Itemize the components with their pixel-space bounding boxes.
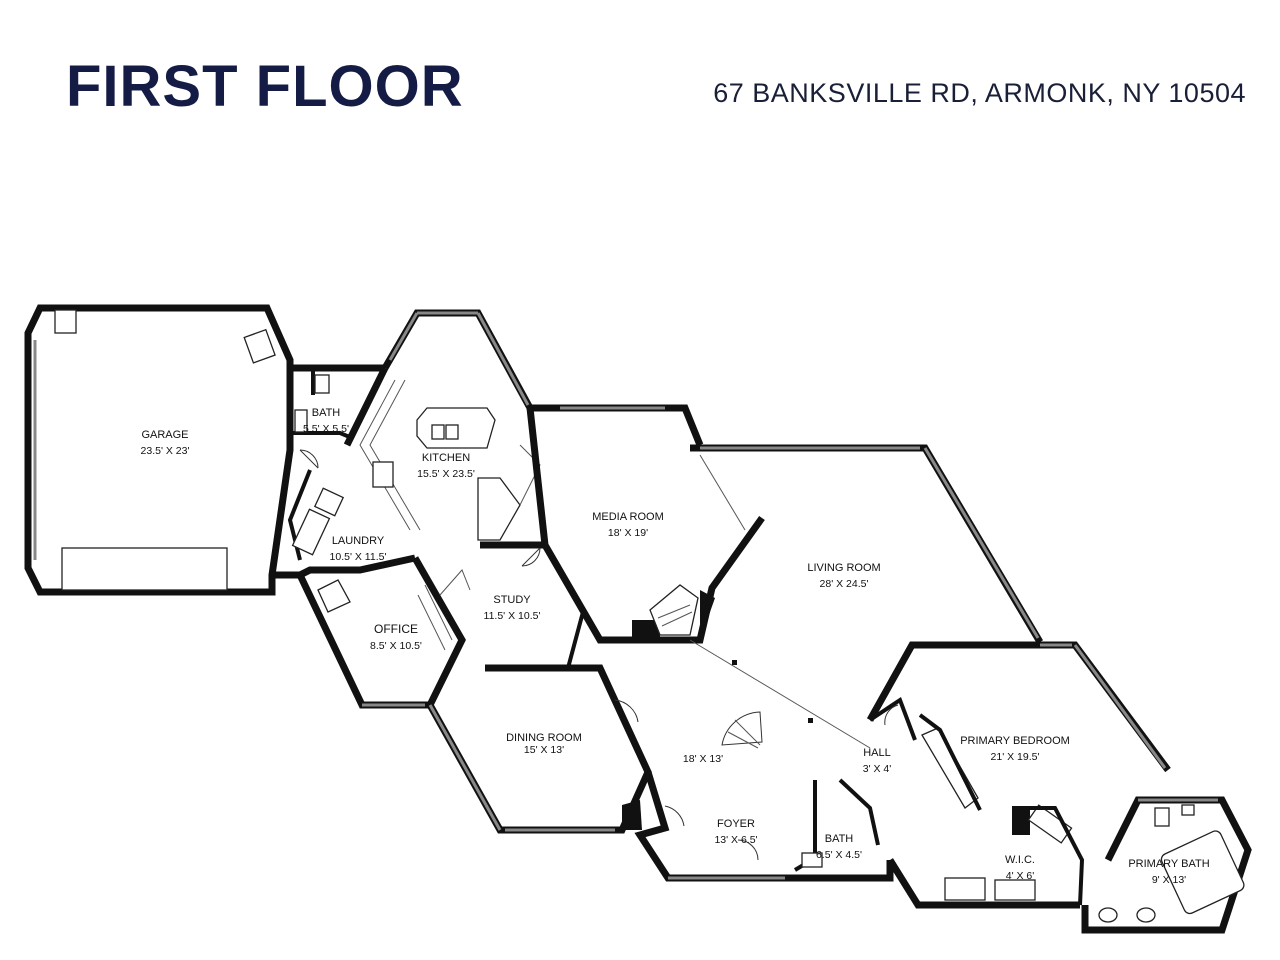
label-foyer-upper-dim: 18' X 13' — [683, 753, 723, 765]
label-hall-dim: 3' X 4' — [863, 763, 892, 775]
dining-room — [426, 664, 652, 834]
floor-title: FIRST FLOOR — [66, 54, 464, 119]
label-bath1-name: BATH — [312, 407, 341, 419]
label-kitchen-dim: 15.5' X 23.5' — [417, 468, 475, 480]
foyer — [634, 711, 785, 882]
study — [439, 541, 585, 669]
label-kitchen-name: KITCHEN — [422, 452, 470, 464]
label-dining-dim: 15' X 13' — [524, 744, 564, 756]
media-room — [526, 404, 765, 644]
primary-bath — [1081, 796, 1252, 934]
property-address: 67 BANKSVILLE RD, ARMONK, NY 10504 — [713, 78, 1246, 108]
label-study-name: STUDY — [493, 594, 531, 606]
label-living-name: LIVING ROOM — [807, 562, 880, 574]
label-wic-name: W.I.C. — [1005, 854, 1035, 866]
label-bath1-dim: 5.5' X 5.5' — [303, 423, 349, 435]
label-wic-dim: 4' X 6' — [1006, 870, 1035, 882]
label-hall-name: HALL — [863, 747, 891, 759]
label-study-dim: 11.5' X 10.5' — [484, 610, 541, 622]
label-garage-name: GARAGE — [141, 429, 188, 441]
label-primary-bath-dim: 9' X 13' — [1152, 874, 1186, 886]
label-laundry-name: LAUNDRY — [332, 535, 385, 547]
primary-bedroom — [866, 641, 1171, 811]
label-primary-bath-name: PRIMARY BATH — [1128, 858, 1209, 870]
label-bath2-dim: 6.5' X 4.5' — [816, 849, 862, 861]
label-primary-bedroom-name: PRIMARY BEDROOM — [960, 735, 1070, 747]
label-foyer-name: FOYER — [717, 818, 755, 830]
label-living-dim: 28' X 24.5' — [820, 578, 869, 590]
label-bath2-name: BATH — [825, 833, 854, 845]
label-media-dim: 18' X 19' — [608, 527, 648, 539]
room-labels: GARAGE 23.5' X 23' BATH 5.5' X 5.5' KITC… — [141, 407, 1210, 886]
label-office-name: OFFICE — [374, 622, 418, 636]
garage — [24, 304, 294, 596]
laundry — [272, 449, 416, 579]
label-office-dim: 8.5' X 10.5' — [370, 640, 422, 652]
kitchen — [343, 309, 541, 541]
hall — [868, 696, 917, 741]
bath-2 — [785, 778, 894, 882]
label-foyer-dim: 13' X 6.5' — [714, 834, 757, 846]
label-dining-name: DINING ROOM — [506, 732, 582, 744]
label-laundry-dim: 10.5' X 11.5' — [330, 551, 387, 563]
living-room — [689, 444, 1044, 749]
label-media-name: MEDIA ROOM — [592, 511, 664, 523]
walk-in-closet — [887, 804, 1085, 909]
label-garage-dim: 23.5' X 23' — [141, 445, 190, 457]
label-primary-bedroom-dim: 21' X 19.5' — [991, 751, 1040, 763]
